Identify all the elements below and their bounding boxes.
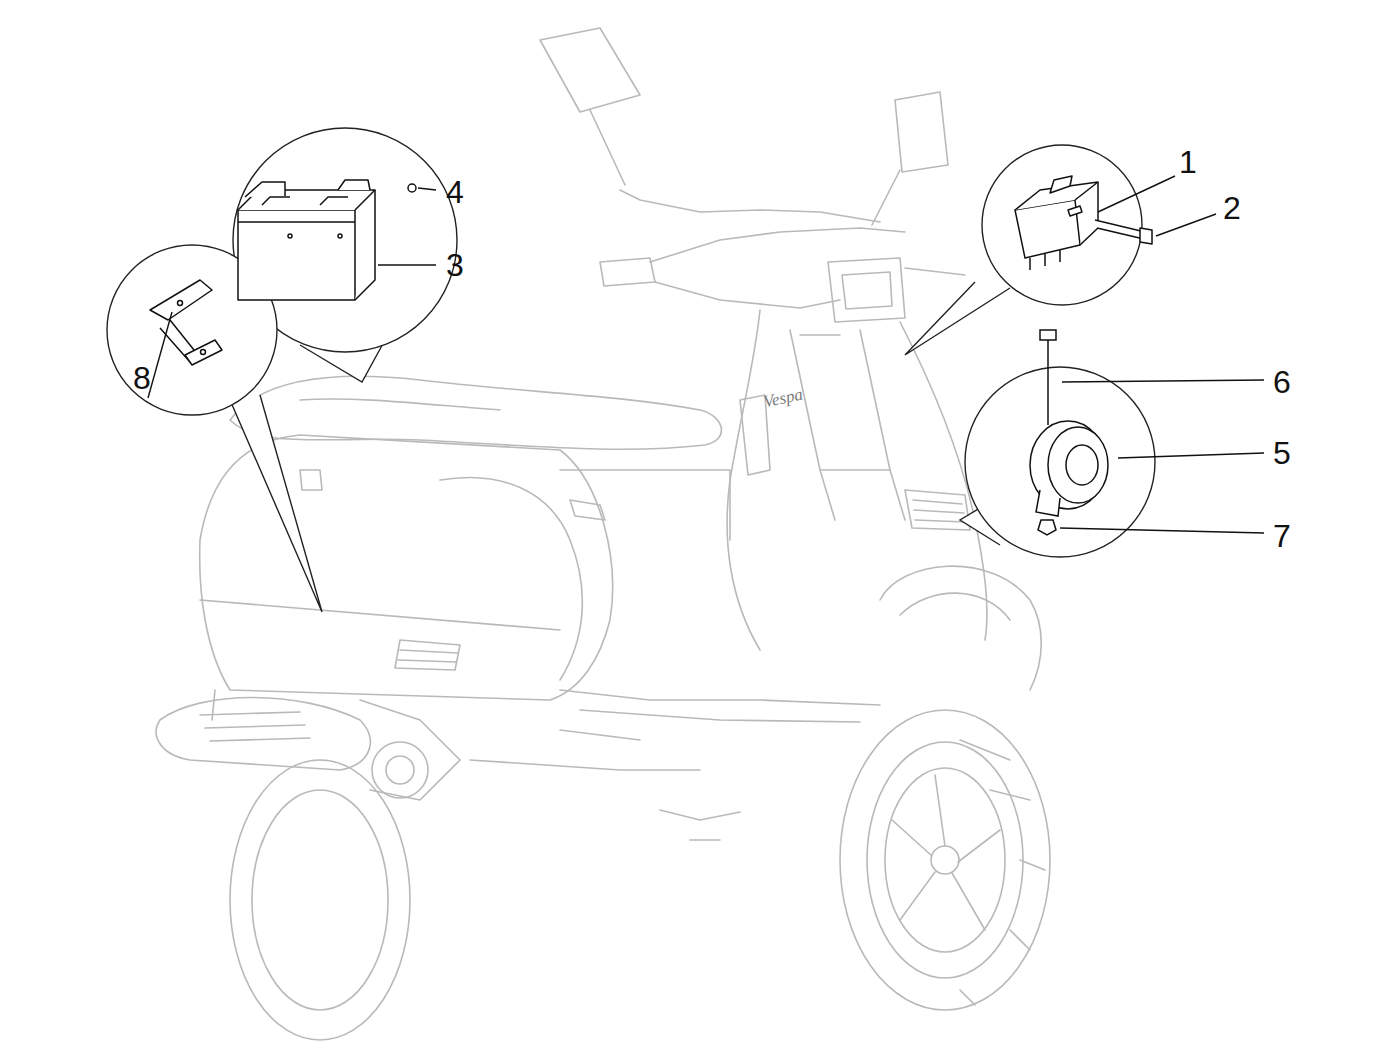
scooter-outline-part [885, 768, 1005, 952]
scooter-outline-part [156, 698, 370, 771]
scooter-outline-part [200, 435, 613, 700]
scooter-outline-part [828, 258, 905, 322]
scooter-outline-part [230, 376, 721, 449]
scooter-outline-part [560, 470, 730, 540]
scooter-outline-part [470, 760, 700, 770]
battery-part [238, 210, 355, 300]
scooter-outline-part [200, 712, 310, 741]
bracket-part [178, 301, 183, 306]
bracket-part [201, 350, 206, 355]
relay-part [1050, 176, 1072, 193]
bracket-part [150, 280, 212, 320]
scooter-outline-part [560, 690, 880, 705]
scooter-outline [156, 28, 1050, 1040]
scooter-outline-part [790, 330, 835, 520]
battery [238, 180, 416, 300]
scooter-outline-part [200, 600, 560, 630]
scooter-outline-part [905, 490, 970, 530]
battery-part [238, 221, 355, 223]
battery-part [338, 180, 370, 190]
battery-part [288, 234, 292, 238]
scooter-outline-part [540, 28, 640, 112]
scooter-outline-part [395, 640, 460, 670]
leader-line [148, 176, 1264, 533]
scooter-outline-part [800, 335, 890, 470]
callout-number: 3 [446, 249, 464, 281]
callout-number: 2 [1223, 192, 1241, 224]
scooter-outline-part [620, 190, 880, 222]
leader-line-part [1062, 380, 1264, 382]
scooter-outline-part [727, 310, 760, 650]
leader-line-part [1098, 176, 1175, 212]
scooter-outline-part [372, 742, 428, 798]
detail-callout [107, 128, 1155, 612]
scooter-outline-part [252, 790, 388, 1010]
callout-number: 8 [133, 362, 151, 394]
scooter-outline-part [300, 399, 500, 410]
horn-part [1048, 427, 1108, 503]
scooter-outline-part [895, 92, 948, 172]
scooter-outline-part [913, 500, 966, 522]
leader-line-part [378, 264, 436, 265]
scooter-outline-part [360, 700, 460, 800]
scooter-outline-part [960, 740, 1045, 1005]
leader-line-part [1156, 214, 1216, 236]
scooter-outline-part [905, 268, 965, 275]
scooter-outline-part [867, 742, 1023, 978]
scooter-outline-part [931, 846, 959, 874]
relay-part [1030, 250, 1060, 270]
scooter-outline-part [212, 690, 215, 720]
battery-part [338, 234, 342, 238]
relay-part [1080, 182, 1098, 245]
battery-part [262, 197, 348, 205]
scooter-outline-part [900, 593, 1010, 620]
scooter-outline-part [600, 258, 655, 286]
scooter-outline-part [580, 710, 860, 722]
horn [1030, 330, 1108, 535]
leader-line-part [418, 188, 436, 190]
detail-callout-part [230, 395, 322, 612]
relay-part [1140, 228, 1152, 244]
scooter-outline-part [872, 170, 900, 225]
callout-number: 6 [1273, 366, 1291, 398]
scooter-outline-part [590, 110, 625, 185]
leader-line-part [1118, 453, 1264, 458]
relay-part [1068, 206, 1082, 216]
leader-line-part [148, 312, 172, 398]
detail-callout-part [905, 282, 1010, 355]
callout-number: 4 [446, 176, 464, 208]
scooter-outline-part [880, 566, 1041, 690]
callout-number: 1 [1179, 146, 1197, 178]
horn-part [1036, 490, 1060, 516]
scooter-outline-part [440, 478, 582, 681]
horn-part [1038, 520, 1056, 535]
callout-number: 5 [1273, 437, 1291, 469]
callout-number: 7 [1273, 520, 1291, 552]
scooter-outline-part [230, 760, 410, 1040]
brand-logo: Vespa [762, 386, 804, 411]
bracket-part [185, 340, 222, 365]
horn-part [1066, 445, 1098, 485]
scooter-outline-part [650, 228, 905, 262]
scooter-outline-part [386, 756, 414, 784]
scooter-outline-part [860, 330, 905, 520]
horn-part [1040, 330, 1056, 340]
leader-line-part [1060, 528, 1264, 533]
battery-part [245, 182, 285, 197]
scooter-outline-part [655, 282, 840, 308]
scooter-outline-part [660, 810, 740, 840]
scooter-outline-part [892, 775, 1000, 930]
scooter-outline-part [840, 710, 1050, 1010]
scooter-outline-part [398, 650, 458, 662]
scooter-outline-part [560, 730, 640, 740]
horn-part [1047, 338, 1049, 425]
battery-part [408, 184, 416, 192]
scooter-outline-part [842, 272, 892, 309]
scooter-outline-part [570, 500, 605, 520]
battery-part [355, 190, 375, 300]
scooter-outline-part [300, 470, 322, 490]
relay [1015, 176, 1152, 270]
